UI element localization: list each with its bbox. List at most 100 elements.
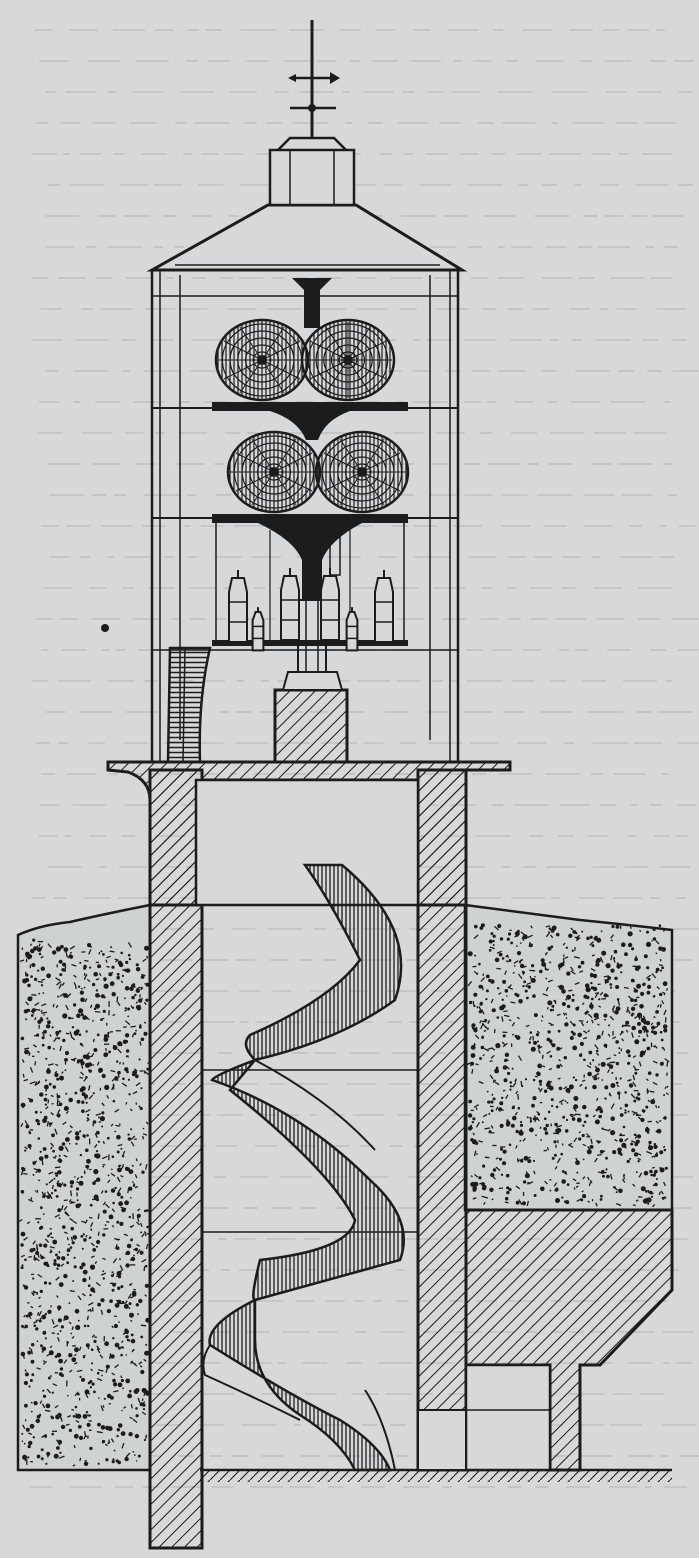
earth-speckle — [662, 1024, 668, 1029]
earth-speckle — [107, 1179, 111, 1184]
earth-speckle — [105, 1203, 110, 1209]
earth-speckle — [35, 1171, 38, 1174]
earth-speckle — [122, 1062, 125, 1065]
earth-speckle — [27, 1097, 32, 1101]
earth-speckle — [76, 1013, 81, 1018]
earth-speckle — [536, 1030, 540, 1034]
earth-speckle — [641, 983, 645, 987]
earth-speckle — [533, 1170, 536, 1175]
earth-speckle — [514, 992, 518, 996]
earth-speckle — [37, 1137, 41, 1140]
earth-speckle — [108, 1214, 114, 1220]
earth-speckle — [663, 1181, 666, 1187]
earth-speckle — [116, 1271, 122, 1276]
earth-speckle — [29, 1423, 35, 1429]
weather-vane-icon — [288, 20, 340, 138]
earth-speckle — [635, 1199, 639, 1202]
earth-speckle — [665, 988, 669, 991]
earth-speckle — [132, 1181, 134, 1183]
earth-speckle — [70, 1185, 73, 1188]
earth-speckle — [557, 985, 560, 988]
earth-speckle — [117, 1070, 121, 1075]
earth-speckle — [503, 1010, 508, 1013]
lamp-vessel-icon — [320, 568, 340, 641]
earth-speckle — [103, 983, 109, 989]
earth-speckle — [502, 1034, 506, 1038]
earth-speckle — [510, 1001, 516, 1004]
earth-speckle — [505, 1094, 509, 1100]
earth-speckle — [61, 1142, 66, 1146]
earth-speckle — [562, 1012, 566, 1016]
earth-speckle — [64, 1058, 68, 1062]
earth-speckle — [588, 1050, 593, 1055]
earth-speckle — [526, 982, 532, 985]
earth-speckle — [120, 1174, 124, 1178]
earth-speckle — [557, 1029, 561, 1033]
earth-speckle — [116, 1428, 121, 1432]
earth-speckle — [102, 1140, 105, 1145]
earth-speckle — [575, 938, 579, 942]
earth-speckle — [589, 1144, 594, 1149]
earth-speckle — [102, 1257, 106, 1261]
earth-speckle — [637, 1160, 640, 1163]
earth-speckle — [647, 984, 652, 990]
earth-speckle — [28, 1130, 32, 1134]
earth-speckle — [539, 969, 543, 974]
earth-speckle — [506, 1186, 510, 1190]
earth-speckle — [548, 1022, 554, 1026]
earth-speckle — [578, 1137, 582, 1141]
earth-speckle — [595, 1067, 600, 1073]
earth-speckle — [518, 999, 523, 1004]
earth-speckle — [78, 1180, 84, 1186]
earth-speckle — [471, 1068, 474, 1074]
earth-speckle — [620, 971, 623, 974]
earth-speckle — [468, 1000, 473, 1005]
earth-speckle — [46, 1388, 52, 1394]
earth-speckle — [87, 1346, 90, 1350]
earth-speckle — [127, 953, 131, 957]
lamp-vessel-icon — [345, 607, 359, 652]
earth-speckle — [587, 1029, 591, 1033]
earth-speckle — [550, 934, 554, 939]
earth-speckle — [80, 1235, 84, 1238]
earth-speckle — [116, 996, 119, 1003]
earth-speckle — [37, 1273, 43, 1278]
earth-speckle — [44, 1238, 50, 1243]
earth-speckle — [84, 959, 89, 962]
earth-speckle — [545, 925, 551, 928]
earth-speckle — [117, 1286, 121, 1290]
earth-speckle — [47, 1045, 51, 1050]
earth-speckle — [621, 1142, 627, 1148]
earth-speckle — [594, 1065, 599, 1070]
earth-speckle — [29, 1248, 34, 1253]
earth-speckle — [589, 935, 593, 939]
earth-speckle — [495, 1166, 501, 1171]
earth-speckle — [28, 1311, 33, 1317]
earth-speckle — [632, 1081, 637, 1087]
earth-speckle — [120, 980, 124, 984]
earth-speckle — [121, 1346, 124, 1349]
earth-speckle — [615, 1081, 619, 1085]
earth-speckle — [42, 1389, 45, 1392]
earth-speckle — [106, 955, 111, 959]
earth-speckle — [470, 1045, 476, 1050]
earth-speckle — [595, 1052, 600, 1056]
earth-speckle — [83, 1238, 87, 1242]
earth-speckle — [533, 1194, 537, 1197]
earth-speckle — [646, 1090, 650, 1094]
earth-speckle — [48, 1082, 52, 1086]
earth-speckle — [633, 1003, 638, 1007]
earth-speckle — [570, 970, 576, 975]
earth-speckle — [119, 1221, 124, 1226]
earth-speckle — [618, 1051, 621, 1054]
earth-speckle — [574, 1113, 581, 1116]
earth-speckle — [643, 954, 648, 959]
earth-speckle — [51, 1133, 55, 1138]
earth-speckle — [522, 934, 528, 940]
earth-speckle — [135, 1029, 138, 1032]
earth-speckle — [578, 1131, 581, 1134]
earth-speckle — [58, 1100, 60, 1103]
earth-speckle — [519, 1123, 524, 1127]
earth-speckle — [120, 1353, 123, 1357]
earth-speckle — [55, 1195, 58, 1198]
